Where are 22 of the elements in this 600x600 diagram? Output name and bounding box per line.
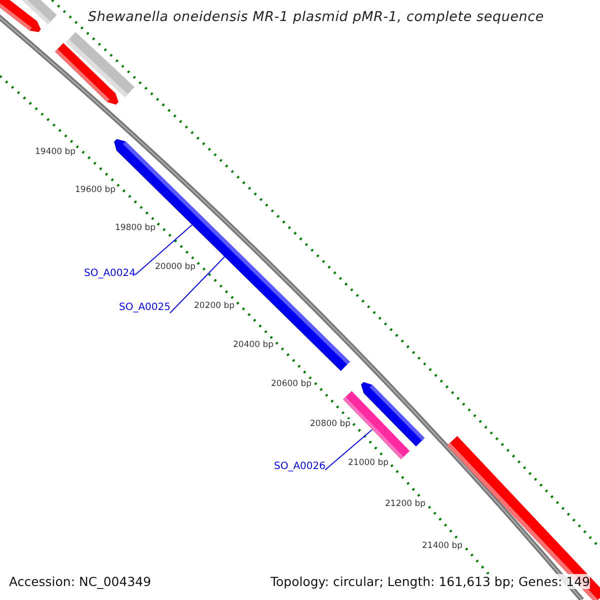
footer-text: Topology: circular; Length: 161,613 bp; Genes: 149	[270, 574, 590, 589]
gene-label: SO_A0025	[119, 302, 171, 313]
tick-label: 20800 bp	[310, 419, 351, 429]
gene-label: SO_A0024	[84, 268, 136, 279]
tick-label: 21200 bp	[385, 499, 426, 509]
leader-line	[170, 256, 226, 314]
tick-label: 20400 bp	[233, 340, 274, 350]
tick-label: 19600 bp	[75, 185, 116, 195]
leader-line	[324, 429, 373, 470]
tick-label: 20600 bp	[271, 379, 312, 389]
gene-label: SO_A0026	[274, 461, 326, 472]
gene-feature	[342, 390, 410, 460]
gene-feature	[54, 42, 118, 104]
leader-line	[134, 224, 193, 276]
tick-label: 19800 bp	[115, 223, 156, 233]
footer-text: Accession: NC_004349	[9, 574, 152, 589]
tick-label: 21400 bp	[422, 541, 463, 551]
tick-label: 21000 bp	[348, 458, 389, 468]
map-title: Shewanella oneidensis MR-1 plasmid pMR-1, complete sequence	[88, 9, 544, 25]
tick-label: 20000 bp	[155, 262, 196, 272]
tick-label: 19400 bp	[35, 147, 76, 157]
tick-label: 20200 bp	[194, 301, 235, 311]
